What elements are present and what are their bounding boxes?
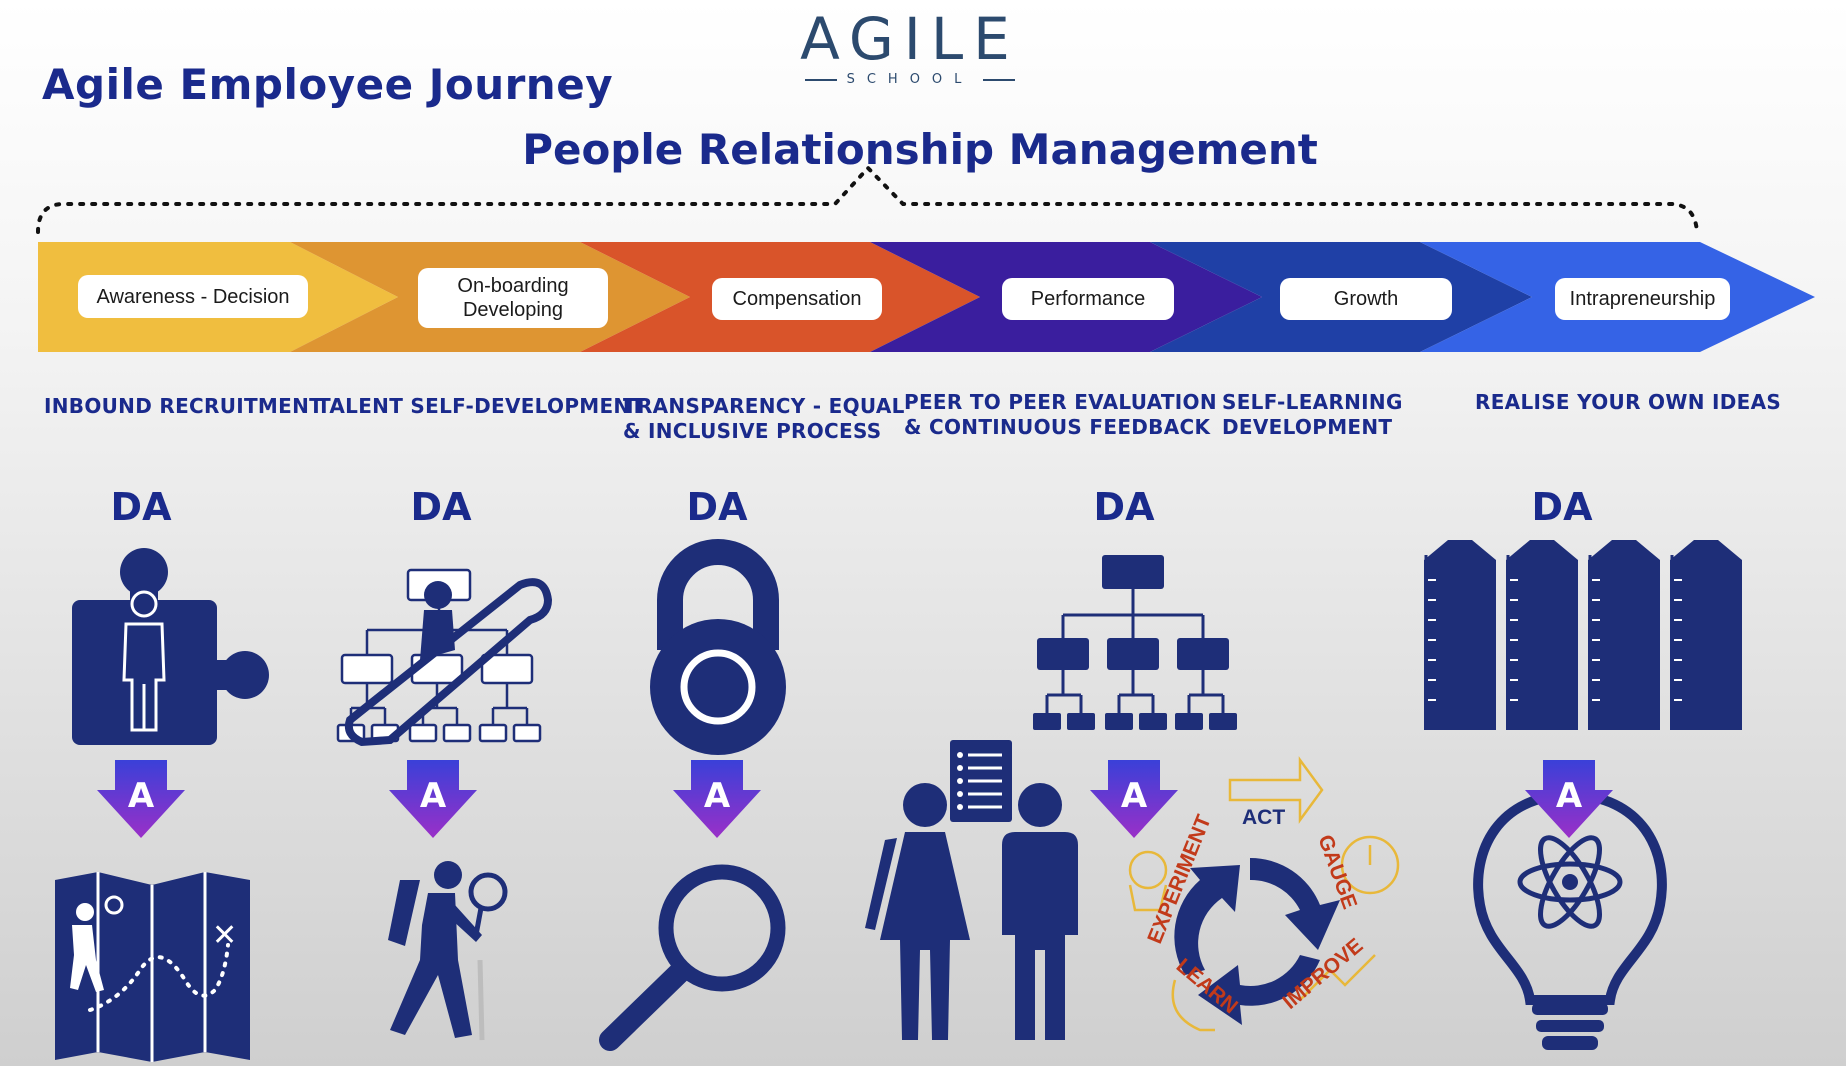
stage-label-onboarding: On-boarding Developing: [418, 268, 608, 328]
da-label-3: DA: [686, 485, 748, 529]
a-arrow-4: A: [1090, 760, 1178, 838]
people-clipboard-icon: [865, 740, 1078, 1040]
stage-desc-2: TALENT SELF-DEVELOPMENT: [317, 394, 645, 418]
puzzle-person-icon: [72, 548, 269, 745]
padlock-icon: [650, 539, 786, 755]
a-arrow-1: A: [97, 760, 185, 838]
a-arrow-4-label: A: [1121, 776, 1148, 816]
a-arrow-5: A: [1525, 760, 1613, 838]
da-label-5: DA: [1531, 485, 1593, 529]
agile-school-logo: AGILE SCHOOL: [780, 8, 1040, 103]
a-arrows: A A A A A: [97, 760, 1613, 838]
stage-desc-1: INBOUND RECRUITMENT: [44, 394, 324, 418]
section-title: People Relationship Management: [522, 125, 1318, 174]
stage-desc-5: SELF-LEARNING DEVELOPMENT: [1222, 390, 1403, 439]
org-chart-icon: [1033, 555, 1237, 730]
stage-label-performance: Performance: [1002, 278, 1174, 320]
a-arrow-5-label: A: [1556, 776, 1583, 816]
page-title: Agile Employee Journey: [42, 60, 614, 109]
stage-desc-3: TRANSPARENCY - EQUAL & INCLUSIVE PROCESS: [623, 394, 905, 443]
da-label-1: DA: [110, 485, 172, 529]
agile-cycle-icon: ACT GAUGE IMPROVE LEARN EXPERIMENT: [1128, 756, 1400, 1032]
a-arrow-2: A: [389, 760, 477, 838]
stage-label-growth: Growth: [1280, 278, 1452, 320]
logo-main-text: AGILE: [800, 5, 1020, 73]
stage-label-intrapreneurship: Intrapreneurship: [1555, 278, 1730, 320]
cycle-word-act: ACT: [1242, 806, 1285, 829]
map-hiker-icon: ✕: [55, 872, 250, 1062]
stage-label-compensation: Compensation: [712, 278, 882, 320]
logo-sub-text: SCHOOL: [846, 72, 974, 87]
a-arrow-1-label: A: [128, 776, 155, 816]
escalator-org-chart-icon: [336, 568, 553, 747]
svg-text:✕: ✕: [212, 918, 237, 953]
hiker-magnifier-icon: [388, 861, 508, 1041]
silos-icon: [1424, 540, 1742, 730]
cycle-word-gauge: GAUGE: [1313, 832, 1361, 912]
magnifier-icon: [599, 864, 786, 1051]
lightbulb-atom-icon: [1473, 789, 1667, 1050]
dotted-bracket: [36, 165, 1699, 234]
stage-label-awareness: Awareness - Decision: [78, 275, 308, 318]
stage-desc-4: PEER TO PEER EVALUATION & CONTINUOUS FEE…: [904, 390, 1217, 439]
a-arrow-3-label: A: [704, 776, 731, 816]
da-label-4: DA: [1093, 485, 1155, 529]
a-arrow-3: A: [673, 760, 761, 838]
a-arrow-2-label: A: [420, 776, 447, 816]
stage-desc-6: REALISE YOUR OWN IDEAS: [1475, 390, 1782, 414]
da-label-2: DA: [410, 485, 472, 529]
